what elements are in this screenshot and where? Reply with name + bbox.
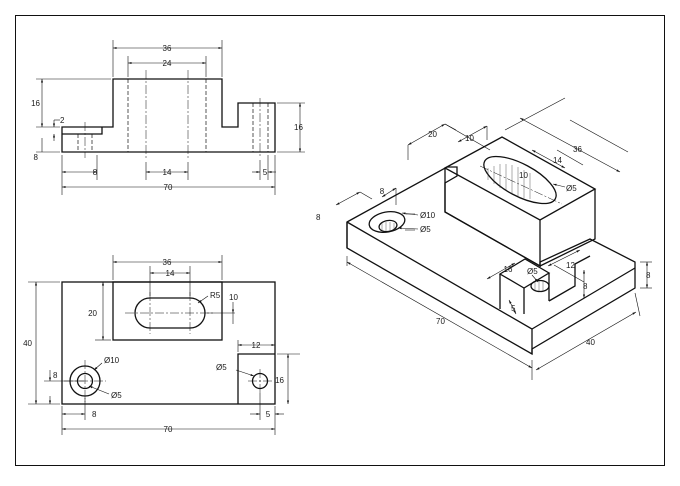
dim-top-10: 10 — [229, 293, 238, 302]
dim-iso-dia5-notch: Ø5 — [527, 267, 538, 276]
dim-iso-8-notch: 8 — [583, 282, 588, 291]
dim-iso-10: 10 — [465, 134, 474, 143]
dim-front-5: 5 — [263, 168, 268, 177]
dim-front-24: 24 — [163, 59, 172, 68]
dim-iso-8-right: 8 — [646, 271, 651, 280]
dim-top-40: 40 — [23, 339, 32, 348]
dim-front-8: 8 — [93, 168, 98, 177]
dim-iso-12: 12 — [566, 261, 575, 270]
sheet-border — [15, 15, 665, 466]
dim-top-36: 36 — [163, 258, 172, 267]
dim-iso-dia5: Ø5 — [420, 225, 431, 234]
dim-iso-dia10: Ø10 — [420, 211, 436, 220]
dim-iso-8-hole: 8 — [380, 187, 385, 196]
dim-front-36: 36 — [163, 44, 172, 53]
dim-iso-10-slot: 10 — [519, 171, 528, 180]
dim-top-16: 16 — [275, 376, 284, 385]
dim-iso-16: 16 — [504, 265, 513, 274]
dim-front-70: 70 — [164, 183, 173, 192]
dim-top-20: 20 — [88, 309, 97, 318]
dim-iso-dia5-slot: Ø5 — [566, 184, 577, 193]
dim-iso-5: 5 — [511, 304, 516, 313]
dim-top-5: 5 — [266, 410, 271, 419]
dim-top-r5: R5 — [210, 291, 221, 300]
dim-front-8-height: 8 — [34, 153, 39, 162]
dim-top-70: 70 — [164, 425, 173, 434]
dim-iso-8-left: 8 — [316, 213, 321, 222]
dim-top-14: 14 — [166, 269, 175, 278]
dim-top-8-x: 8 — [92, 410, 97, 419]
dim-top-dia10: Ø10 — [104, 356, 120, 365]
top-view: 36 14 20 R5 10 Ø10 Ø5 8 40 8 70 12 Ø5 16… — [23, 255, 300, 435]
dim-iso-20: 20 — [428, 130, 437, 139]
dim-top-8-y: 8 — [53, 371, 58, 380]
dim-top-12: 12 — [252, 341, 261, 350]
dim-front-16-right: 16 — [294, 123, 303, 132]
dim-front-16: 16 — [31, 99, 40, 108]
front-view: 36 24 16 2 8 8 14 5 70 16 — [31, 40, 305, 195]
dim-iso-70: 70 — [436, 317, 445, 326]
dim-iso-36: 36 — [573, 145, 582, 154]
dim-front-14: 14 — [163, 168, 172, 177]
dim-top-dia5: Ø5 — [111, 391, 122, 400]
dim-iso-40: 40 — [586, 338, 595, 347]
isometric-view: 20 10 36 14 10 Ø5 8 8 Ø10 Ø5 16 Ø5 12 8 … — [316, 97, 652, 380]
dim-iso-14: 14 — [553, 156, 562, 165]
dim-top-dia5-right: Ø5 — [216, 363, 227, 372]
dim-front-2: 2 — [60, 116, 65, 125]
